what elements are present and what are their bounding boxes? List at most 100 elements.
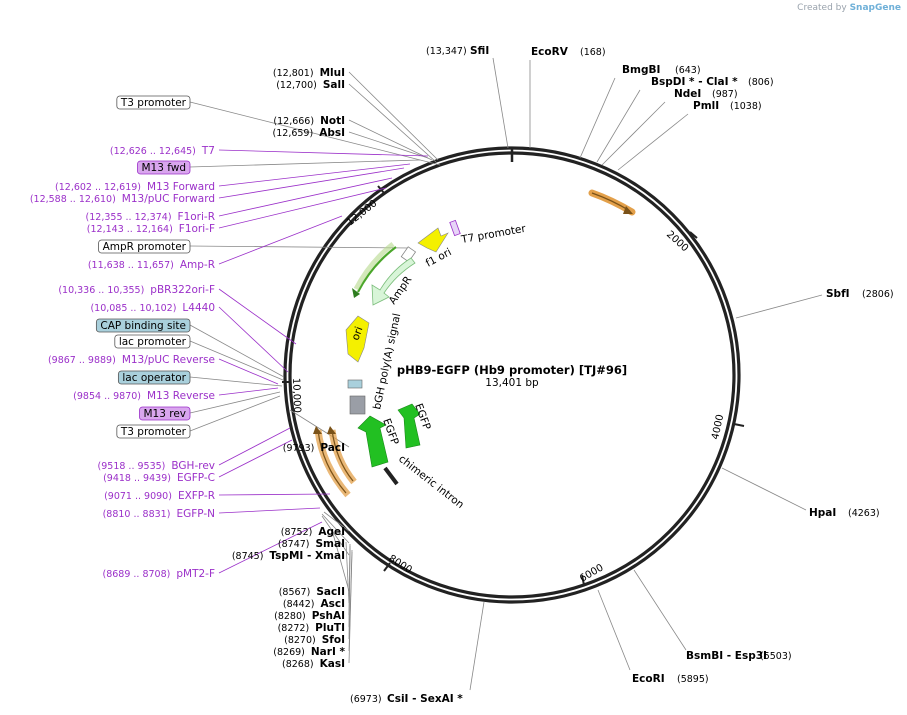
connector-line: [218, 215, 343, 265]
tick-label: 2000: [664, 229, 690, 254]
orf-arrow-left-head-1: [313, 426, 322, 434]
connector-line: [218, 288, 297, 345]
label-connectors: [189, 57, 823, 691]
enzyme-site-position: (5503): [760, 651, 792, 662]
connector-line: [323, 511, 350, 532]
connector-line: [348, 547, 351, 640]
primer-connectors: [218, 149, 429, 574]
enzyme-site-name: CsiI - SexAI *: [387, 693, 463, 705]
connector-line: [633, 569, 687, 651]
left-enzyme-name: MluI: [320, 67, 345, 79]
primer-position: (11,638 .. 11,657): [88, 260, 174, 271]
enzyme-site-name: BsmBI - Esp3I: [686, 650, 767, 662]
enzyme-site-position: (4263): [848, 508, 880, 519]
connector-line: [218, 387, 279, 396]
feature-box-label: T3 promoter: [120, 426, 187, 438]
tick-mark: [383, 562, 391, 572]
left-enzyme-position: (8280): [274, 611, 306, 622]
connector-line: [601, 101, 666, 166]
enzyme-site-name: PmlI: [693, 100, 719, 112]
connector-line: [218, 427, 291, 466]
feature-box-label: M13 rev: [143, 408, 186, 420]
connector-line: [348, 119, 433, 161]
primer-position: (10,085 .. 10,102): [90, 303, 176, 314]
left-enzyme-name: AscI: [320, 598, 345, 610]
primer-name: M13/pUC Reverse: [122, 354, 215, 366]
left-enzyme-position: (9793): [283, 443, 315, 454]
enzyme-site-position: (643): [675, 65, 701, 76]
left-enzyme-name: NotI: [320, 115, 345, 127]
primer-position: (8689 .. 8708): [102, 569, 170, 580]
feature-box: [95, 318, 191, 333]
left-enzyme-name: AbsI: [319, 127, 345, 139]
enzyme-site-position: (168): [580, 47, 606, 58]
left-enzyme-name: SacII: [316, 586, 345, 598]
connector-line: [218, 163, 411, 187]
tick-mark: [581, 574, 585, 586]
primer-position: (9071 .. 9090): [104, 491, 172, 502]
tick-label: 4000: [710, 413, 726, 440]
feature-box-label: lac operator: [122, 372, 186, 384]
orf-arrow-left-2-line: [331, 429, 354, 482]
left-enzyme-name: TspMI - XmaI: [269, 550, 345, 562]
feature-box: [117, 370, 191, 385]
left-enzyme-name: PluTI: [315, 622, 345, 634]
left-enzyme-position: (12,801): [273, 68, 314, 79]
feature-box: [139, 406, 191, 421]
snapgene-logo: SnapGene: [849, 3, 901, 13]
left-enzyme-position: (8567): [279, 587, 311, 598]
connector-line: [348, 83, 437, 163]
ampr-promoter-feature: [400, 246, 417, 263]
connector-line: [348, 131, 429, 159]
connector-line: [218, 167, 405, 199]
connector-line: [735, 294, 823, 319]
left-enzyme-position: (12,659): [273, 128, 314, 139]
primer-name: pBR322ori-F: [150, 284, 215, 296]
connector-line: [189, 159, 421, 168]
egfp-arrow-1: [397, 403, 421, 449]
left-enzyme-name: PshAI: [312, 610, 345, 622]
primer-name: F1ori-R: [178, 211, 215, 223]
connector-line: [348, 551, 353, 664]
enzyme-site-position: (6973): [350, 694, 382, 705]
credit-prefix: Created by: [797, 3, 847, 13]
primer-name: Amp-R: [180, 259, 215, 271]
primer-name: EGFP-C: [177, 472, 215, 484]
feature-box: [116, 95, 191, 110]
connector-line: [345, 541, 350, 604]
egfp-arrow-2: [357, 415, 389, 468]
left-enzyme-position: (12,700): [276, 80, 317, 91]
primer-name: BGH-rev: [171, 460, 215, 472]
primer-position: (12,588 .. 12,610): [30, 194, 116, 205]
connector-line: [189, 245, 411, 249]
left-enzyme-name: SalI: [323, 79, 345, 91]
label-t7-promoter: T7 promoter: [459, 223, 527, 246]
feature-box: [114, 334, 191, 349]
primer-name: M13 Forward: [147, 181, 215, 193]
connector-line: [348, 71, 439, 161]
left-enzyme-name: KasI: [320, 658, 345, 670]
left-enzyme-name: SfoI: [322, 634, 345, 646]
feature-box-label: AmpR promoter: [103, 241, 187, 253]
label-chimeric-intron: chimeric intron: [396, 453, 466, 511]
primer-position: (9867 .. 9889): [48, 355, 116, 366]
enzyme-site-name: SbfI: [826, 288, 850, 300]
left-enzyme-position: (8268): [282, 659, 314, 670]
feature-box: [98, 239, 191, 254]
primer-position: (12,143 .. 12,164): [87, 224, 173, 235]
left-label-list: MluI(12,801)SalI(12,700)T3 promoterNotI(…: [30, 67, 346, 670]
left-enzyme-position: (8270): [284, 635, 316, 646]
feature-box-label: T3 promoter: [120, 97, 187, 109]
primer-position: (9854 .. 9870): [73, 391, 141, 402]
connector-line: [189, 376, 283, 387]
connector-line: [617, 113, 689, 171]
enzyme-site-position: (2806): [862, 289, 894, 300]
enzyme-labels-right: SfiI(13,347)EcoRV(168)BmgBI(643)BspDI * …: [350, 45, 894, 705]
enzyme-site-position: (806): [748, 77, 774, 88]
enzyme-site-name: BmgBI: [622, 64, 660, 76]
left-enzyme-position: (8747): [278, 539, 310, 550]
chimeric-intron-feature: [383, 466, 399, 486]
left-enzyme-name: NarI *: [311, 646, 346, 658]
connector-line: [218, 521, 323, 574]
enzyme-site-position: (13,347): [426, 46, 467, 57]
